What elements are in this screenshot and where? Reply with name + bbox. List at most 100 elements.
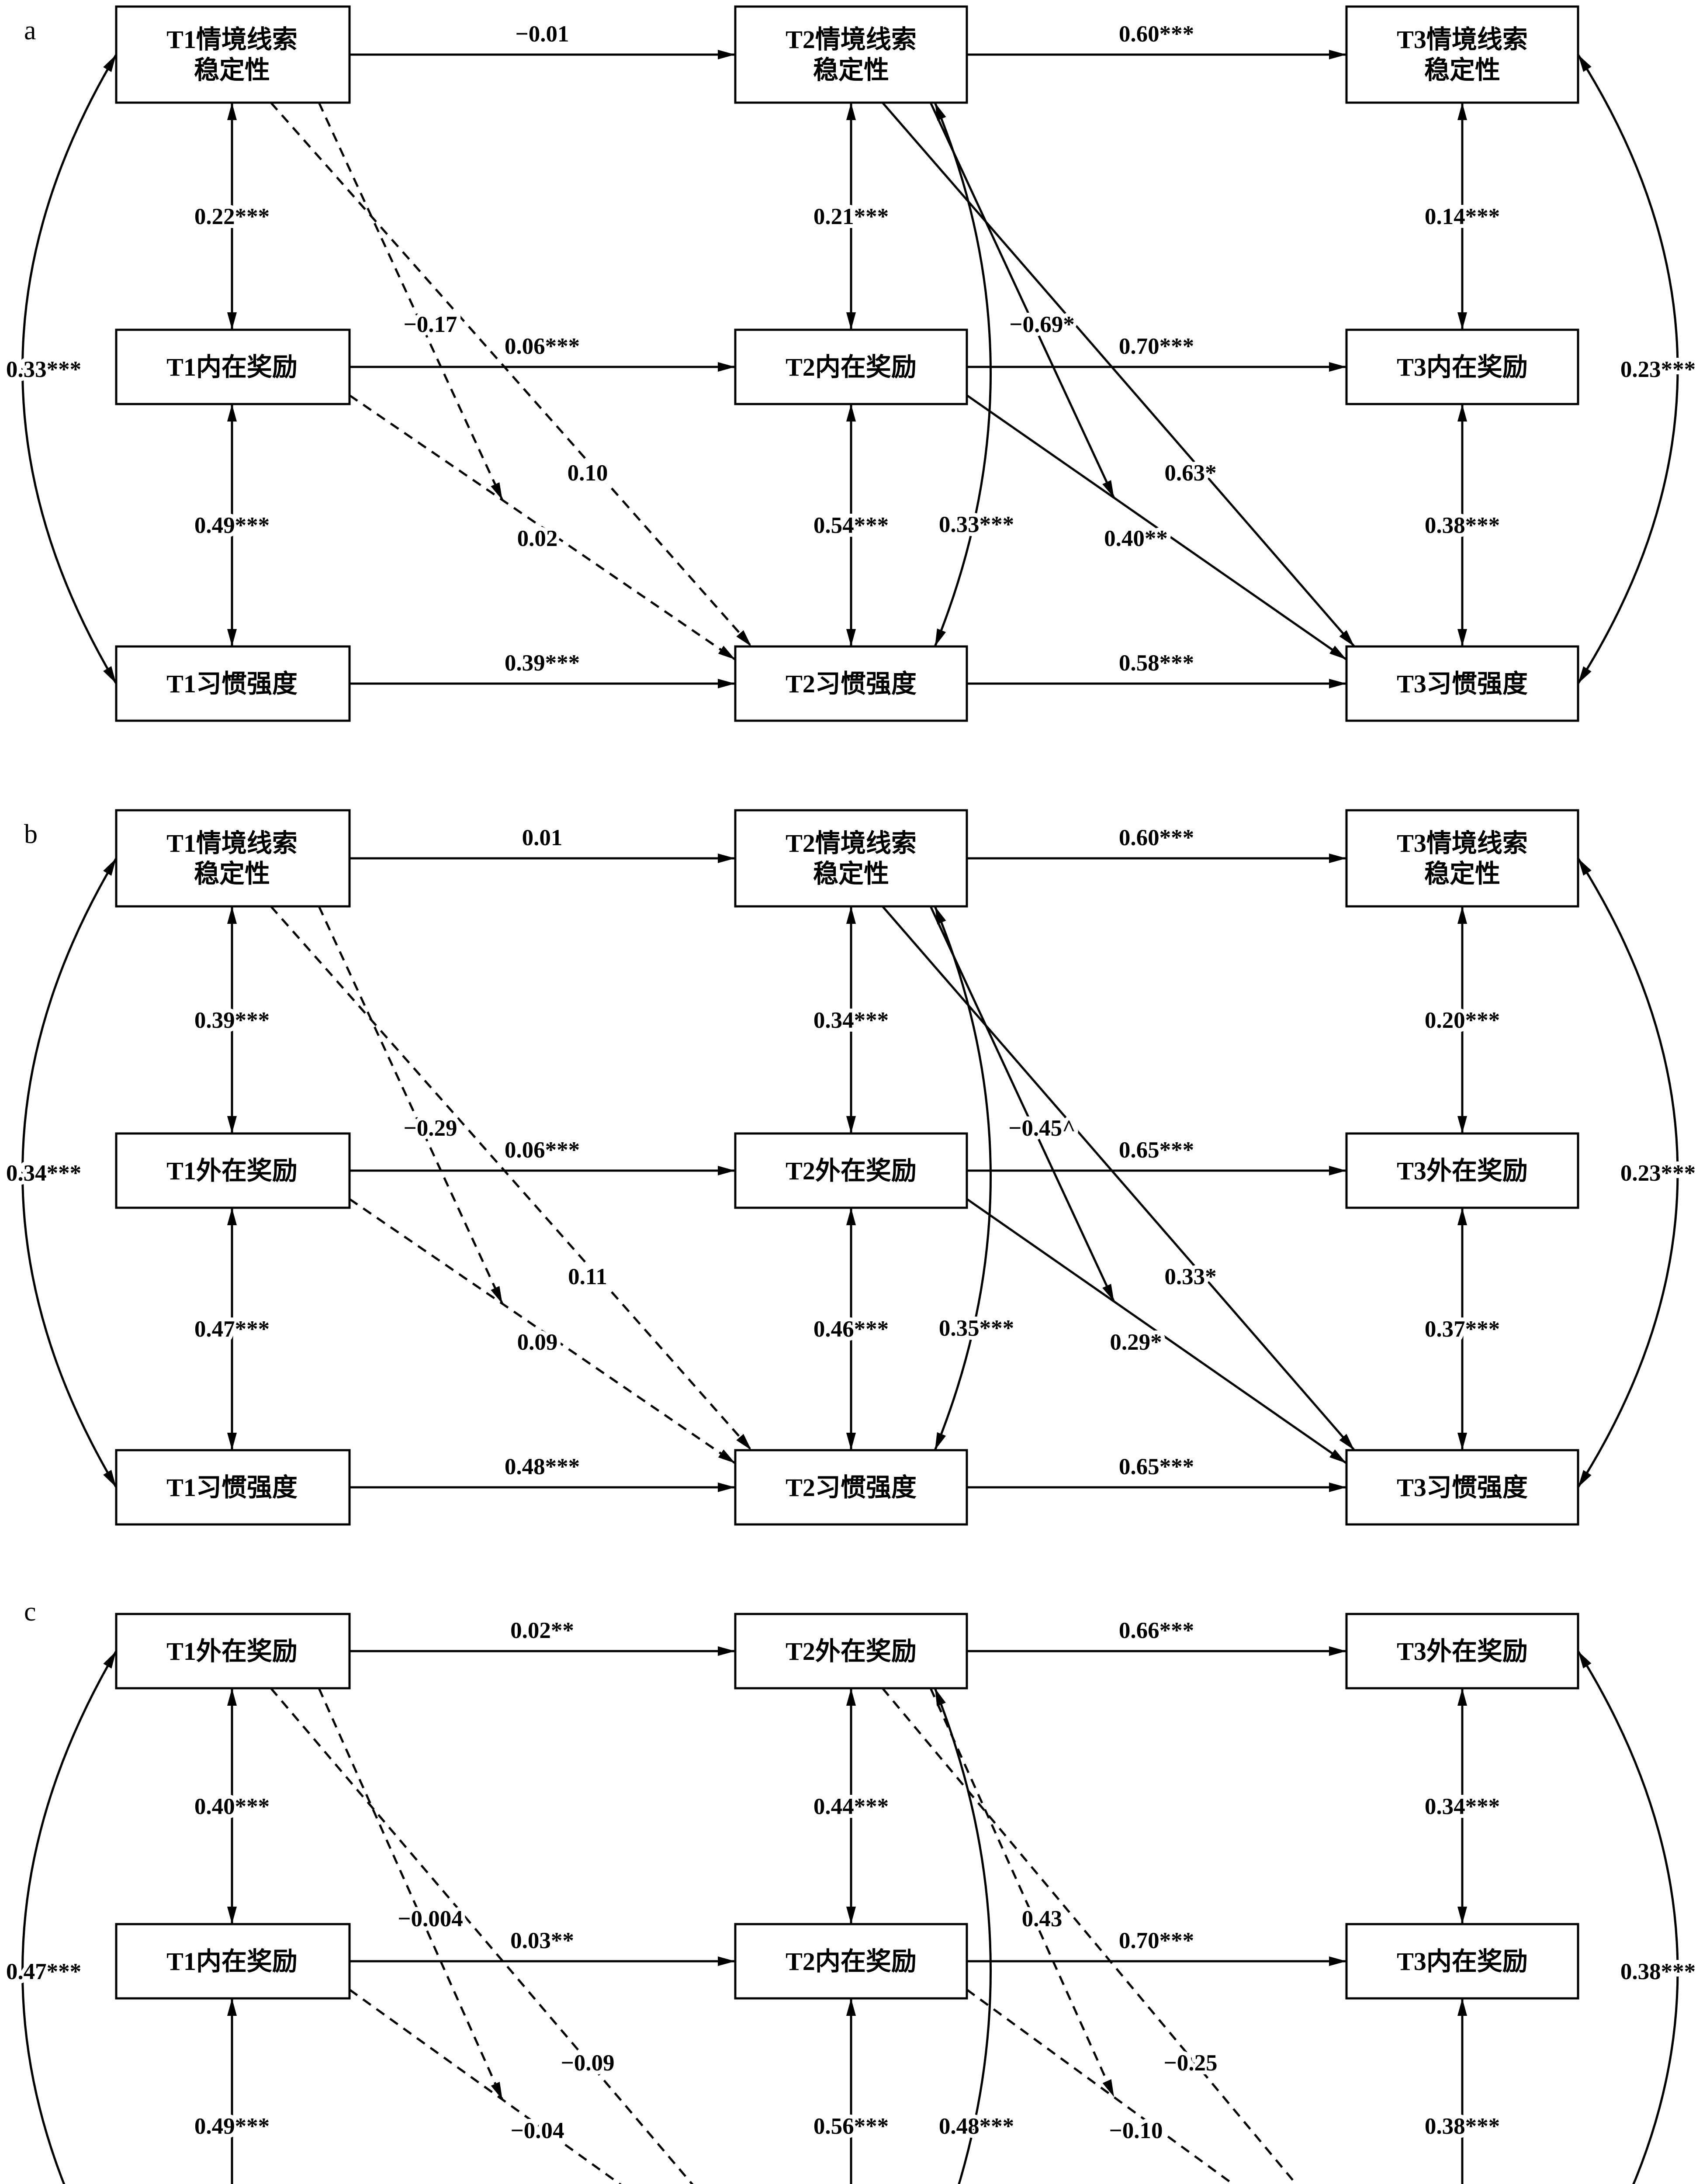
panel-letter: c — [24, 1597, 36, 1627]
node-label: T3习惯强度 — [1397, 1473, 1528, 1502]
cross-path — [966, 1988, 1235, 2184]
node-box — [115, 1613, 351, 1690]
node-box — [1345, 1613, 1579, 1690]
auto-path-label: 0.03** — [510, 1928, 574, 1953]
covariance-curve — [1577, 857, 1679, 1488]
covariance-label: 0.38*** — [1620, 1959, 1696, 1984]
cross-path — [882, 905, 1355, 1451]
auto-path-label: 0.48*** — [505, 1454, 580, 1479]
auto-path-label: 0.58*** — [1119, 650, 1194, 676]
node-label: T3习惯强度 — [1397, 670, 1528, 698]
node-label: T3内在奖励 — [1397, 1947, 1528, 1976]
node-box — [115, 1923, 351, 2000]
node-label: 稳定性 — [1424, 860, 1500, 888]
node-box — [734, 1613, 968, 1690]
cross-path-label: 0.63* — [1164, 460, 1216, 486]
node-box — [115, 809, 351, 908]
node-box — [1345, 1132, 1579, 1209]
node-label: T2外在奖励 — [786, 1157, 917, 1185]
covariance-label: 0.38*** — [1425, 513, 1500, 538]
cross-path — [349, 1198, 736, 1465]
auto-path-label: 0.65*** — [1119, 1454, 1194, 1479]
moderation-label: −0.45^ — [1008, 1116, 1076, 1141]
covariance-label: 0.49*** — [194, 2114, 270, 2139]
cross-path — [882, 102, 1355, 647]
node-label: T1外在奖励 — [166, 1637, 298, 1666]
node-label: T2外在奖励 — [786, 1637, 917, 1666]
node-label: 稳定性 — [813, 56, 889, 84]
covariance-label: 0.14*** — [1425, 204, 1500, 229]
node-box — [115, 1449, 351, 1526]
node-label: T3情境线索 — [1397, 25, 1528, 54]
moderation-label: −0.004 — [398, 1906, 463, 1932]
node-box — [1345, 809, 1579, 908]
covariance-curve — [21, 54, 118, 684]
covariance-curve — [21, 1650, 118, 2184]
node-label: 稳定性 — [194, 860, 270, 888]
moderation-arrow — [318, 102, 504, 501]
node-label: T2习惯强度 — [786, 1473, 917, 1502]
node-label: T1内在奖励 — [166, 353, 298, 381]
cross-path — [349, 1988, 622, 2184]
cross-path — [270, 102, 752, 647]
auto-path-label: 0.60*** — [1119, 21, 1194, 47]
cross-path-label: 0.02 — [517, 526, 558, 551]
cross-path-label: 0.09 — [517, 1330, 558, 1355]
auto-path-label: 0.02** — [510, 1618, 574, 1643]
covariance-label: 0.56*** — [813, 2114, 889, 2139]
auto-path-label: 0.06*** — [505, 1137, 580, 1163]
covariance-label: 0.20*** — [1425, 1008, 1500, 1033]
cross-path — [882, 1687, 1298, 2184]
auto-path-label: 0.66*** — [1119, 1618, 1194, 1643]
covariance-curve — [934, 102, 992, 647]
node-label: T1情境线索 — [166, 25, 298, 54]
node-box — [1345, 5, 1579, 104]
covariance-curve — [21, 857, 118, 1488]
cross-path — [270, 905, 752, 1451]
cross-path-label: −0.25 — [1164, 2050, 1218, 2076]
covariance-label: 0.23*** — [1620, 1161, 1696, 1186]
covariance-label: 0.34*** — [6, 1161, 81, 1186]
covariance-label: 0.23*** — [1620, 357, 1696, 382]
panel-b: T1情境线索 稳定性 T2情境线索 稳定性 T3情境线索 稳定性 T1外在奖励 … — [2, 809, 1700, 1526]
covariance-label: 0.22*** — [194, 204, 270, 229]
node-label: T1内在奖励 — [166, 1947, 298, 1976]
cross-path — [966, 1198, 1347, 1465]
node-label: T2情境线索 — [786, 829, 917, 857]
node-box — [734, 1132, 968, 1209]
node-box — [1345, 645, 1579, 722]
covariance-label: 0.35*** — [939, 1316, 1014, 1341]
auto-path-label: 0.06*** — [505, 334, 580, 359]
moderation-label: −0.69* — [1009, 312, 1074, 337]
covariance-label: 0.46*** — [813, 1317, 889, 1342]
covariance-label: 0.49*** — [194, 513, 270, 538]
node-box — [734, 1449, 968, 1526]
node-box — [734, 1923, 968, 2000]
moderation-arrow — [929, 102, 1115, 499]
node-box — [734, 645, 968, 722]
node-label: T1情境线索 — [166, 829, 298, 857]
node-box — [115, 645, 351, 722]
cross-path-label: 0.33* — [1164, 1264, 1216, 1289]
moderation-arrow — [929, 905, 1115, 1303]
node-box — [734, 5, 968, 104]
covariance-label: 0.38*** — [1425, 2114, 1500, 2139]
covariance-label: 0.21*** — [813, 204, 889, 229]
cross-path — [349, 394, 736, 661]
covariance-curve — [1577, 1650, 1679, 2184]
panel-letter: b — [24, 819, 38, 849]
auto-path-label: 0.70*** — [1119, 1928, 1194, 1953]
node-box — [1345, 1923, 1579, 2000]
covariance-label: 0.40*** — [194, 1794, 270, 1819]
node-label: T3内在奖励 — [1397, 353, 1528, 381]
moderation-label: −0.17 — [404, 312, 457, 337]
node-box — [734, 328, 968, 405]
moderation-label: −0.29 — [404, 1116, 457, 1141]
covariance-label: 0.48*** — [939, 2114, 1014, 2139]
covariance-label: 0.34*** — [1425, 1794, 1500, 1819]
covariance-label: 0.47*** — [194, 1317, 270, 1342]
moderation-arrow — [318, 1687, 504, 2101]
auto-path-label: 0.65*** — [1119, 1137, 1194, 1163]
